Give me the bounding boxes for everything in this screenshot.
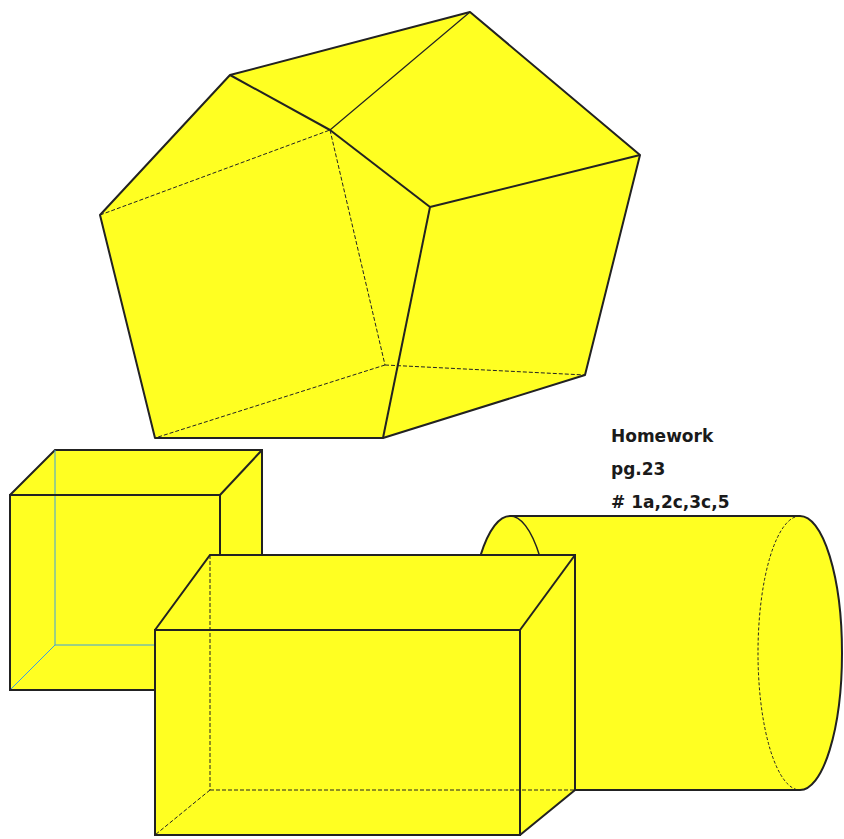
rectangular-prism xyxy=(155,555,575,835)
homework-note: # 1a,2c,3c,5 xyxy=(611,492,729,512)
homework-note: Homework xyxy=(611,426,713,446)
pentagonal-prism xyxy=(100,12,640,438)
homework-note: pg.23 xyxy=(611,459,665,479)
